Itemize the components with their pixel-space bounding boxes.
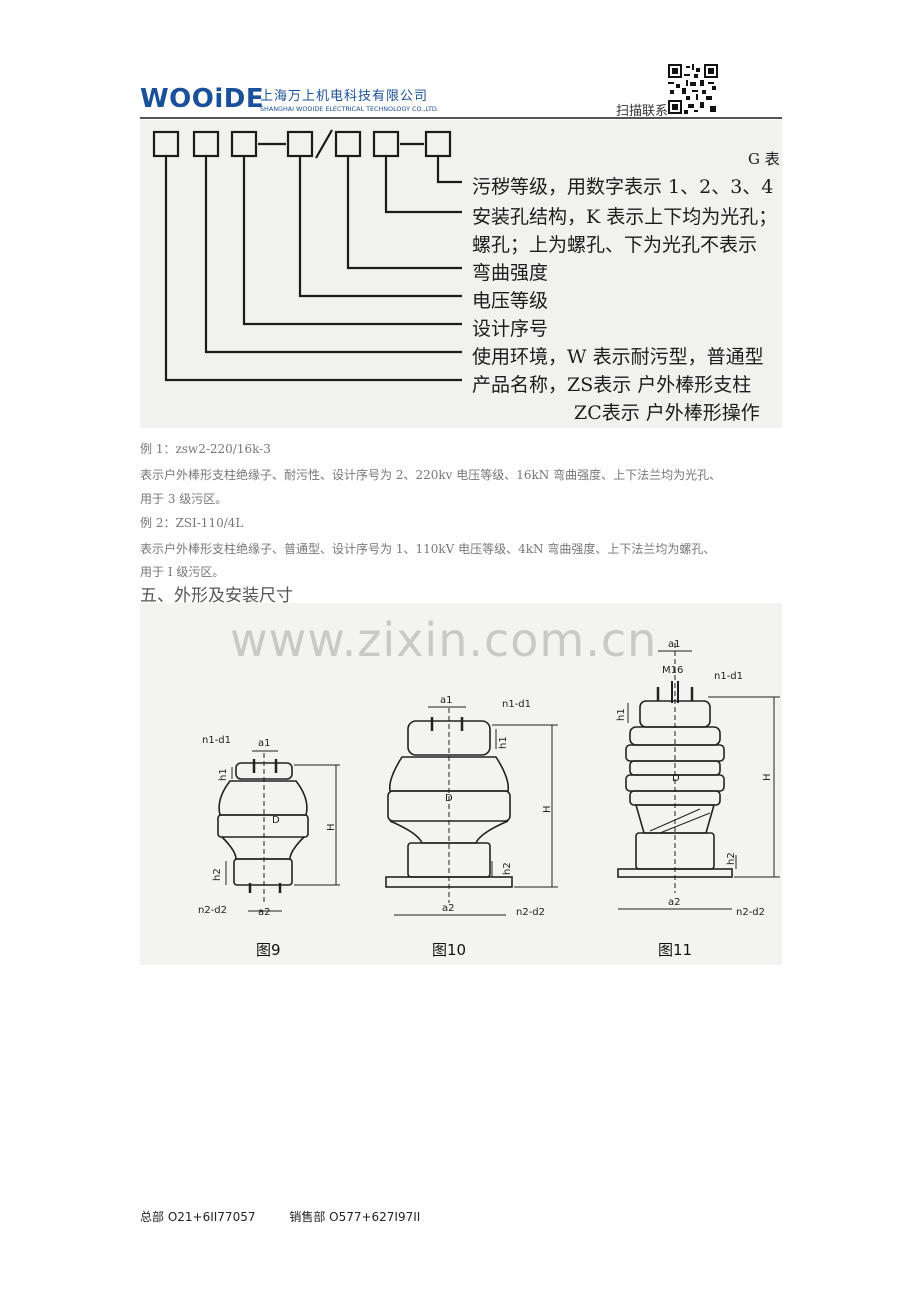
fig10-d-label: D [445,793,453,804]
fig11-a1-label: a1 [668,639,681,650]
code-label-screw-hole: 螺孔；上为螺孔、下为光孔不表示 [472,234,758,256]
product-code-diagram: G 表 污秽等级，用数字表示 1、2、3、4 安装孔结构，K 表示上下均为光孔；… [140,120,782,428]
fig11-m16-label: M16 [662,665,683,676]
code-box-6 [372,130,400,158]
fig11-a2-label: a2 [668,897,681,908]
figure-9-caption: 图9 [256,941,281,959]
fig10-n1d1-label: n1-d1 [502,699,531,710]
fig11-h-label: H [762,773,773,781]
dimension-figures: www.zixin.com.cn [140,603,782,965]
figure-11-caption: 图11 [658,941,692,959]
fig9-d-label: D [272,815,280,826]
example-1-line-2: 用于 3 级污区。 [140,492,228,506]
company-name-block: 上海万上机电科技有限公司 SHANGHAI WOOIDE ELECTRICAL … [260,85,439,113]
code-label-product-zs: 产品名称，ZS表示 户外棒形支柱 [472,374,752,396]
fig10-h-label: H [542,805,553,813]
company-logo: WOOiDE [140,84,264,114]
figure-10-drawing [385,706,558,916]
section-title: 五、外形及安装尺寸 [140,586,293,606]
fig9-h1-label: h1 [218,768,229,781]
example-1-line-1: 表示户外棒形支柱绝缘子、耐污性、设计序号为 2、220kv 电压等级、16kN … [140,468,722,482]
watermark: www.zixin.com.cn [230,613,658,667]
fig9-a1-label: a1 [258,738,271,749]
fig11-h2-label: h2 [726,852,737,865]
fig10-h1-label: h1 [498,736,509,749]
footer-hq-phone: 总部 O21+6II77057 [140,1210,256,1224]
fig10-h2-label: h2 [502,862,513,875]
fig11-n1d1-label: n1-d1 [714,671,743,682]
example-2-title: 例 2：ZSI-110/4L [140,516,244,530]
page-footer: 总部 O21+6II77057 销售部 O577+627I97II [140,1208,450,1225]
fig11-n2d2-label: n2-d2 [736,907,765,918]
fig10-a1-label: a1 [440,695,453,706]
company-name-cn: 上海万上机电科技有限公司 [260,89,429,104]
insulator-drawings: a1 n1-d1 h1 D H h2 a2 n2-d2 a1 n1-d1 h1 … [198,639,780,959]
code-box-5 [334,130,362,158]
company-name-en: SHANGHAI WOOIDE ELECTRICAL TECHNOLOGY CO… [260,105,439,113]
code-structure-lines [152,129,462,382]
code-label-pollution: 污秽等级，用数字表示 1、2、3、4 [472,176,774,198]
fig9-n1d1-label: n1-d1 [202,735,231,746]
logo-text: WOOiDE [140,84,265,114]
code-label-design: 设计序号 [472,318,549,340]
fig10-n2d2-label: n2-d2 [516,907,545,918]
fig9-h-label: H [326,823,337,831]
code-box-2 [192,130,220,158]
header-divider [140,117,782,119]
code-box-4 [286,130,314,158]
example-2-line-1: 表示户外棒形支柱绝缘子、普通型、设计序号为 1、110kV 电压等级、4kN 弯… [140,542,716,556]
scan-contact-label: 扫描联系 [616,104,669,119]
figure-11-drawing [617,643,780,910]
fig9-h2-label: h2 [212,868,223,881]
code-label-mount-hole: 安装孔结构，K 表示上下均为光孔； [472,206,778,228]
code-label-bending: 弯曲强度 [472,262,549,284]
fig9-n2d2-label: n2-d2 [198,905,227,916]
fig9-a2-label: a2 [258,907,271,918]
fig11-h1-label: h1 [616,708,627,721]
figure-10-caption: 图10 [432,941,466,959]
code-corner-label: G 表 [748,150,780,168]
code-label-environment: 使用环境，W 表示耐污型，普通型 [472,346,764,368]
code-box-1 [152,130,180,158]
footer-sales-phone: 销售部 O577+627I97II [289,1210,421,1224]
code-box-7 [424,130,452,158]
qr-code-icon [668,64,718,114]
fig11-d-label: D [672,773,680,784]
code-label-voltage: 电压等级 [472,290,549,312]
example-1-title: 例 1：zsw2-220/16k-3 [140,442,271,456]
code-box-3 [230,130,258,158]
figure-9-drawing [217,750,340,912]
code-label-product-zc: ZC表示 户外棒形操作 [574,402,760,424]
page-header: WOOiDE 上海万上机电科技有限公司 SHANGHAI WOOIDE ELEC… [140,60,782,122]
fig10-a2-label: a2 [442,903,455,914]
example-2-line-2: 用于 I 级污区。 [140,565,225,579]
